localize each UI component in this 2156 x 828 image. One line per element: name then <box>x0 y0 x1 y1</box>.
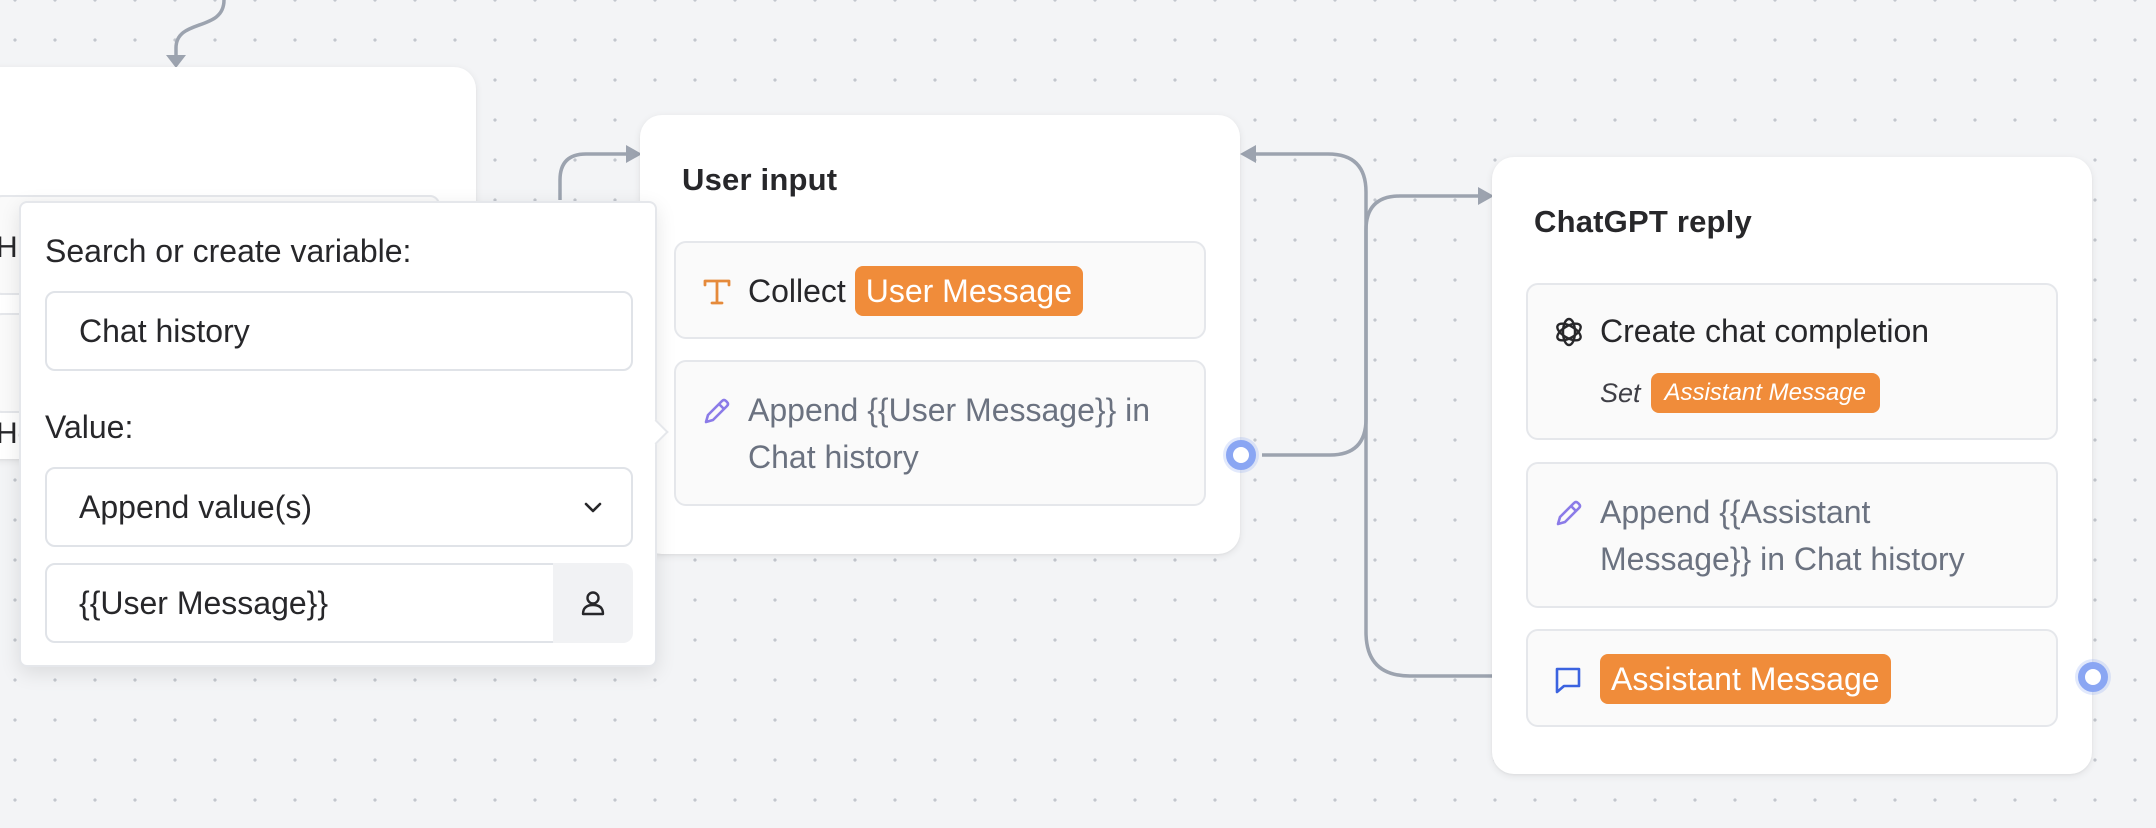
edge-to-user-input <box>558 152 630 200</box>
chat-bubble-icon <box>1555 667 1581 694</box>
variable-tag-assistant-message-small: Assistant Message <box>1650 373 1880 413</box>
user-icon <box>581 591 605 616</box>
pencil-icon <box>1556 500 1582 526</box>
value-input[interactable]: {{User Message}} <box>45 563 575 643</box>
set-variable-block-assistant[interactable]: Append {{Assistant Message}} in Chat his… <box>1526 462 2058 608</box>
collect-prefix: Collect <box>748 273 846 309</box>
text-t-icon <box>703 279 731 305</box>
set-assistant-line-2: Message}} in Chat history <box>1600 541 1965 577</box>
insert-variable-button[interactable] <box>553 563 633 643</box>
pencil-icon <box>704 398 730 424</box>
variable-tag-assistant-message: Assistant Message <box>1600 654 1891 704</box>
edge-loop-back <box>1252 152 1493 678</box>
collect-text-block[interactable]: Collect User Message <box>674 241 1206 339</box>
edge-arrow <box>1240 145 1256 163</box>
openai-set-row: Set Assistant Message <box>1600 373 1880 413</box>
openai-icon <box>1556 317 1582 347</box>
set-variable-block[interactable]: Append {{User Message}} in Chat history <box>674 360 1206 506</box>
chatgpt-output-handle[interactable] <box>2078 662 2108 692</box>
openai-block[interactable]: Create chat completion Set Assistant Mes… <box>1526 283 2058 440</box>
search-variable-label: Search or create variable: <box>45 233 412 269</box>
value-label: Value: <box>45 409 134 445</box>
set-block-line-2: Chat history <box>748 439 919 475</box>
message-block-content: Assistant Message <box>1600 654 1891 704</box>
value-operation-text: Append value(s) <box>79 488 313 525</box>
edge-top-incoming <box>174 0 226 58</box>
set-block-line-1: Append {{User Message}} in <box>748 392 1151 428</box>
chatgpt-card-title: ChatGPT reply <box>1534 204 1752 239</box>
openai-block-title: Create chat completion <box>1600 313 1930 349</box>
edge-user-input-to-chatgpt <box>1262 194 1480 457</box>
variable-search-input[interactable]: Chat history <box>45 291 633 371</box>
chatgpt-reply-card[interactable]: ChatGPT reply Create chat completion Set… <box>1492 157 2092 774</box>
user-input-output-handle[interactable] <box>1226 440 1256 470</box>
chevron-down-icon <box>584 502 602 513</box>
value-operation-select[interactable]: Append value(s) <box>45 467 633 547</box>
set-variable-popover: Search or create variable: Chat history … <box>19 201 657 667</box>
user-input-card-title: User input <box>682 162 838 197</box>
set-assistant-line-1: Append {{Assistant <box>1600 494 1871 530</box>
user-input-card[interactable]: User input Collect User Message Append {… <box>640 115 1240 554</box>
collect-block-text: Collect User Message <box>748 266 1083 316</box>
variable-tag-user-message: User Message <box>854 266 1083 316</box>
text-bubble-block[interactable]: Assistant Message <box>1526 629 2058 727</box>
set-word: Set <box>1600 377 1641 408</box>
